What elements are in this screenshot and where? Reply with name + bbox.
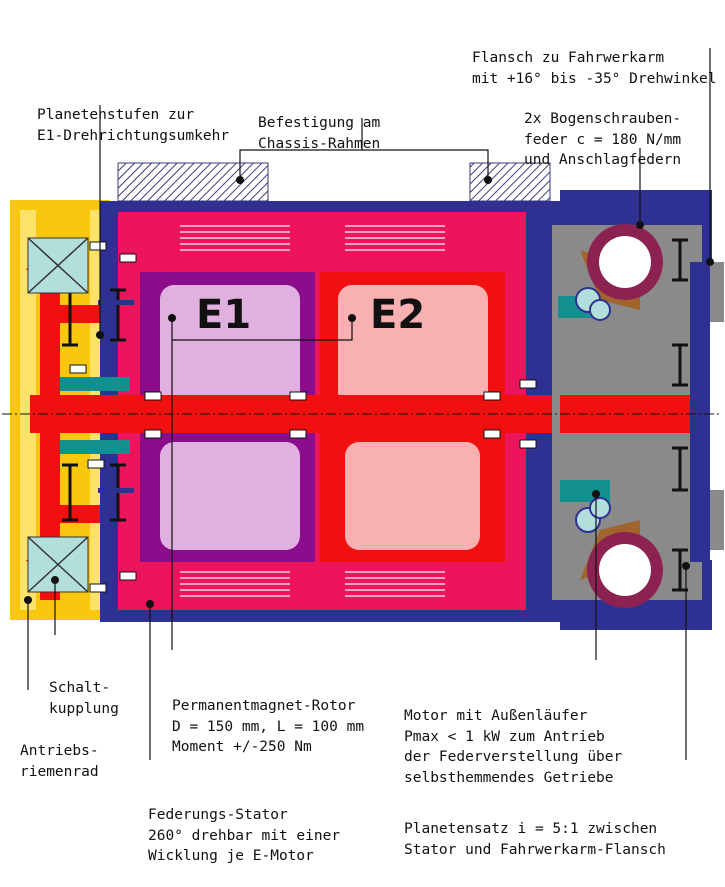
- leader-dots: [24, 176, 714, 608]
- e-motor-suspension-diagram: E1 E2: [2, 48, 724, 760]
- planetary-stages-left: [60, 288, 134, 522]
- chassis-mount-right: [469, 162, 551, 202]
- label-schaltkupplung: Schalt-kupplung: [49, 680, 119, 717]
- flange-assembly: [552, 224, 724, 608]
- chassis-mount-left: [117, 162, 269, 202]
- label-antriebsriemenrad: Antriebs-riemenrad: [20, 743, 99, 780]
- shift-clutch: [27, 237, 89, 593]
- leader-lines: [27, 48, 711, 760]
- e2-label: E2: [370, 292, 425, 338]
- e1-label: E1: [196, 292, 251, 338]
